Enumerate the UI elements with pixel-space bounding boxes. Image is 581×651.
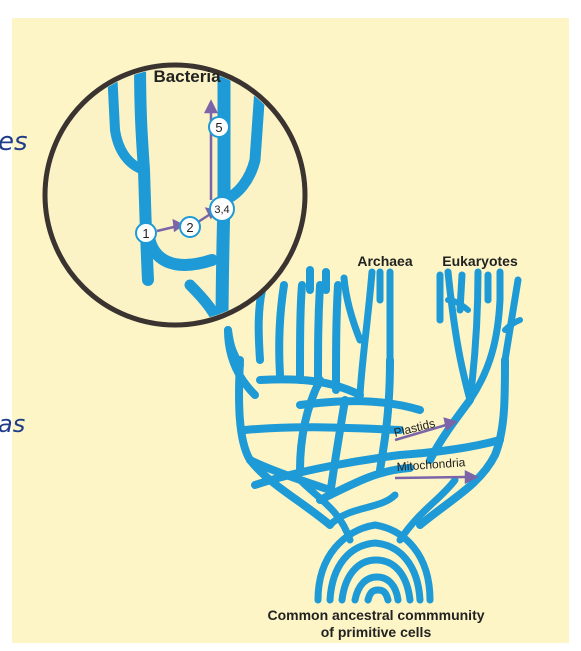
marker-2: 2 <box>180 217 200 237</box>
bacteria-zoom-circle: 1 2 3,4 5 Bacteria <box>45 60 305 330</box>
handwriting-middle: as <box>0 410 25 438</box>
svg-text:2: 2 <box>186 220 193 235</box>
common-ancestor-label-line1: Common ancestral commmunity <box>267 607 484 623</box>
bacteria-label: Bacteria <box>153 67 221 86</box>
common-ancestor-label-line2: of primitive cells <box>321 624 432 640</box>
svg-text:5: 5 <box>215 120 222 135</box>
archaea-label: Archaea <box>357 253 412 269</box>
svg-text:3,4: 3,4 <box>214 204 229 216</box>
marker-3-4: 3,4 <box>210 197 234 221</box>
handwriting-top: es <box>0 127 28 157</box>
marker-1: 1 <box>136 223 156 243</box>
marker-5: 5 <box>209 117 229 137</box>
svg-text:1: 1 <box>142 226 149 241</box>
eukaryotes-label: Eukaryotes <box>442 253 518 269</box>
